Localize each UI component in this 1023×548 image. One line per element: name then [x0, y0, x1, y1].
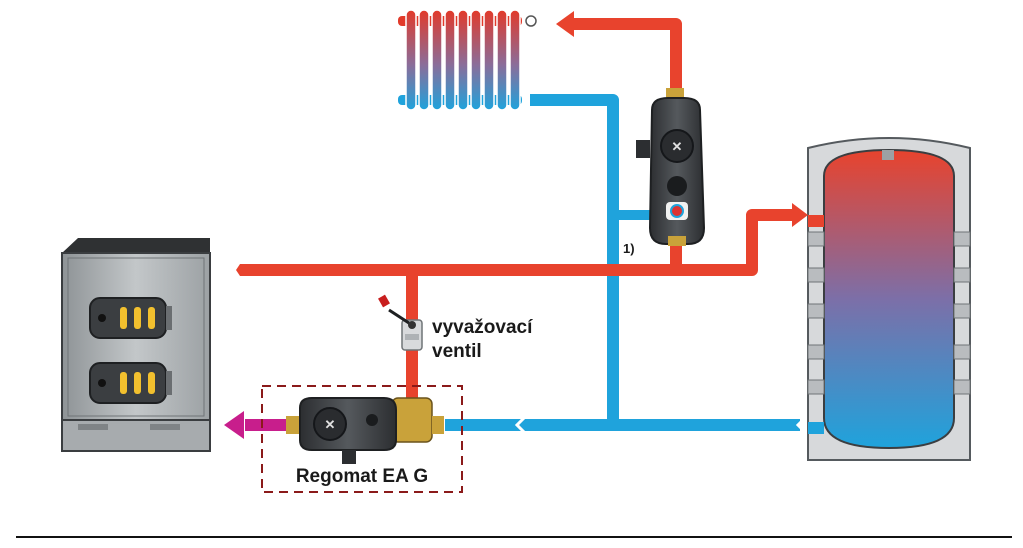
- arrow-to-tank-icon: [792, 203, 808, 227]
- svg-text:✕: ✕: [325, 417, 336, 432]
- chevron-left-icon-2: [795, 415, 808, 435]
- boiler: [61, 238, 211, 452]
- note-marker-label: 1): [623, 241, 635, 256]
- boiler-door-lower: [89, 362, 172, 404]
- air-vent-icon: [525, 15, 537, 27]
- balancing-valve-label-line2: ventil: [432, 341, 482, 362]
- arrow-to-radiator-icon: [556, 11, 574, 37]
- storage-tank-icon: [807, 137, 971, 461]
- svg-text:✕: ✕: [672, 139, 683, 154]
- regomat-label: Regomat EA G: [296, 466, 428, 487]
- circulation-pump-icon: ✕: [313, 407, 347, 441]
- hot-pipe-main: [232, 209, 795, 276]
- pump-group-unit: ✕: [636, 88, 706, 246]
- regomat-dashed-frame: [261, 385, 463, 493]
- circulation-pump-icon: ✕: [636, 129, 694, 163]
- regomat-unit: ✕: [286, 397, 444, 464]
- ball-valve-icon[interactable]: [378, 294, 423, 351]
- chevron-left-icon: [514, 415, 527, 435]
- boiler-door-upper: [89, 297, 172, 339]
- radiator-icon: [398, 9, 537, 111]
- cold-pipe-radiator-return: [530, 94, 619, 425]
- flow-markers: [224, 11, 808, 439]
- balancing-valve-label-line1: vyvažovací: [432, 317, 533, 338]
- arrow-to-boiler-icon: [224, 411, 244, 439]
